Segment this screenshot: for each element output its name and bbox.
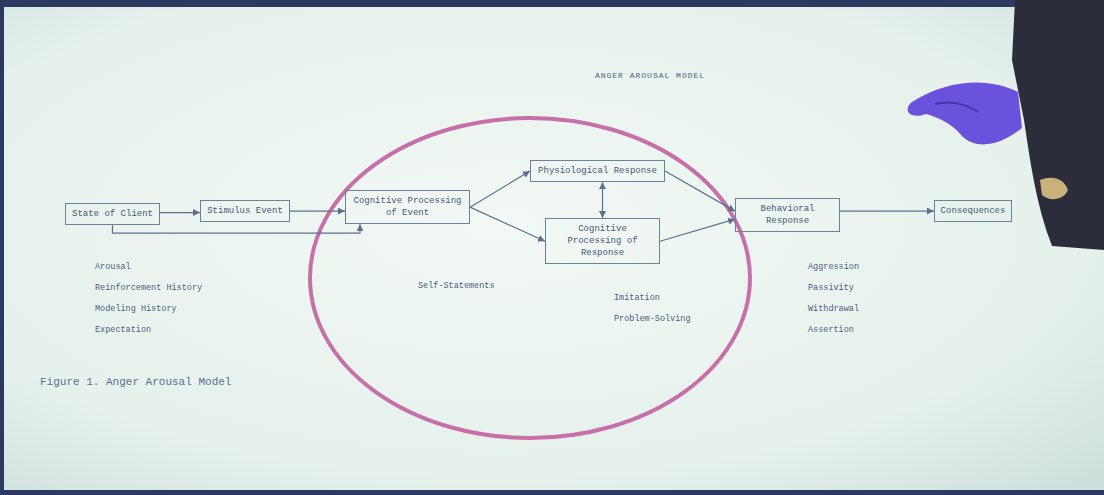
presenter-sleeve: [1012, 0, 1104, 250]
box-text: State of Client: [71, 208, 154, 220]
annotation-label: Aggression: [808, 262, 859, 272]
flow-arrow: [160, 212, 200, 213]
annotation-label: Passivity: [808, 283, 854, 293]
flow-arrow: [470, 171, 530, 207]
annotation-label: Problem-Solving: [614, 314, 691, 324]
box-text: Cognitive Processing of Response: [551, 223, 654, 259]
box-text: Cognitive Processing of Event: [351, 195, 464, 219]
flow-arrow: [840, 210, 934, 211]
glove-fold: [935, 102, 978, 112]
presenter-glove: [908, 83, 1022, 145]
process-box: Stimulus Event: [200, 200, 290, 222]
annotation-label: Expectation: [95, 325, 151, 335]
process-box: Cognitive Processing of Response: [545, 218, 660, 264]
flow-arrow: [290, 210, 345, 211]
process-box: Behavioral Response: [735, 198, 840, 232]
flow-arrow: [665, 171, 735, 211]
flow-arrow: [660, 219, 735, 241]
flow-arrow: [113, 224, 361, 233]
box-text: Stimulus Event: [206, 205, 284, 217]
annotation-label: Reinforcement History: [95, 283, 202, 293]
process-box: Physiological Response: [530, 160, 665, 182]
screen: [4, 7, 1104, 490]
process-box: Consequences: [934, 200, 1012, 222]
box-text: Consequences: [940, 205, 1006, 217]
annotation-label: Withdrawal: [808, 304, 859, 314]
wrist-watch: [1040, 178, 1068, 199]
box-text: Physiological Response: [536, 165, 659, 177]
highlight-ellipse: [310, 118, 750, 438]
process-box: Cognitive Processing of Event: [345, 190, 470, 224]
annotation-label: Imitation: [614, 293, 660, 303]
figure-caption: Figure 1. Anger Arousal Model: [40, 376, 231, 388]
box-text: Behavioral Response: [741, 203, 834, 227]
annotation-label: Arousal: [95, 262, 131, 272]
annotation-label: Assertion: [808, 325, 854, 335]
annotation-label: Self-Statements: [418, 281, 495, 291]
annotation-label: Modeling History: [95, 304, 177, 314]
flow-arrow: [470, 207, 545, 241]
process-box: State of Client: [65, 203, 160, 225]
flow-arrow: [602, 182, 603, 218]
diagram-title: ANGER AROUSAL MODEL: [595, 71, 705, 80]
